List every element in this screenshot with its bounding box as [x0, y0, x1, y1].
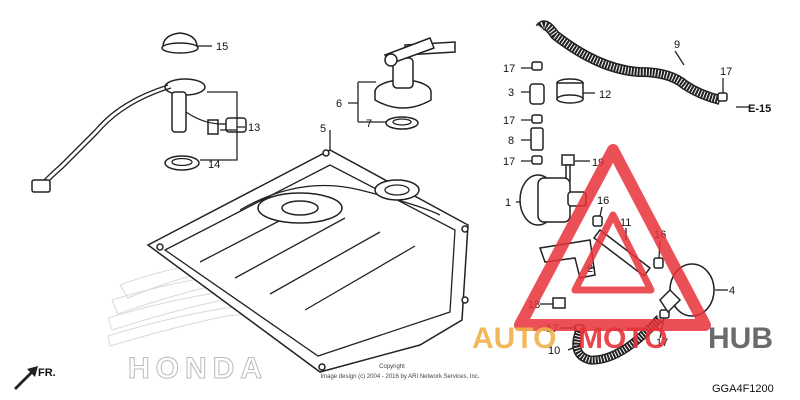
callout-9: 9 — [674, 39, 680, 51]
callout-17f: 17 — [656, 337, 668, 349]
seal-cap — [556, 78, 584, 104]
valve-3 — [529, 83, 545, 105]
callout-14: 14 — [208, 159, 220, 171]
copyright-line2: Image design (c) 2004 - 2016 by ARI Netw… — [320, 374, 479, 380]
breather-tube — [535, 20, 722, 105]
front-arrow-icon — [14, 366, 38, 390]
logo-text-auto: AUTO — [472, 322, 556, 355]
diagram-code: GGA4F1200 — [712, 383, 774, 395]
callout-7: 7 — [366, 118, 372, 130]
callout-13: 13 — [248, 122, 260, 134]
callout-17c: 17 — [503, 156, 515, 168]
callout-16a: 16 — [597, 195, 609, 207]
callout-e15: E-15 — [748, 103, 771, 115]
logo-text-moto: MOTO — [578, 322, 667, 355]
callout-3: 3 — [508, 87, 514, 99]
tube-10 — [572, 314, 664, 365]
callout-10: 10 — [548, 345, 560, 357]
honda-brand-watermark: HONDA — [128, 352, 268, 385]
callout-15: 15 — [216, 41, 228, 53]
bolt-19 — [561, 154, 575, 182]
pump-set-plate — [161, 32, 199, 54]
callout-1: 1 — [505, 197, 511, 209]
callout-2: 2 — [587, 263, 593, 275]
callout-17a: 17 — [503, 63, 515, 75]
copyright-line1: Copyright — [379, 364, 405, 370]
automotohub-logo — [514, 144, 711, 331]
logo-text-hub: HUB — [708, 322, 773, 355]
fuel-filter-1 — [519, 174, 587, 226]
fuel-pump-unit — [31, 78, 247, 193]
clamps-16 — [592, 215, 664, 269]
bolt-18 — [552, 297, 566, 309]
tube-8 — [530, 127, 544, 151]
front-label: FR. — [38, 367, 56, 379]
callout-6: 6 — [336, 98, 342, 110]
callout-17d: 17 — [720, 66, 732, 78]
fuel-cap-packing — [385, 116, 419, 130]
fuel-tank — [146, 149, 469, 373]
callout-5: 5 — [320, 123, 326, 135]
pump-gasket — [164, 155, 200, 171]
callout-11: 11 — [620, 217, 631, 229]
callout-8: 8 — [508, 135, 514, 147]
fuel-cap-assembly — [374, 37, 456, 109]
callout-12: 12 — [599, 89, 611, 101]
callout-4: 4 — [729, 285, 735, 297]
callout-17b: 17 — [503, 115, 515, 127]
